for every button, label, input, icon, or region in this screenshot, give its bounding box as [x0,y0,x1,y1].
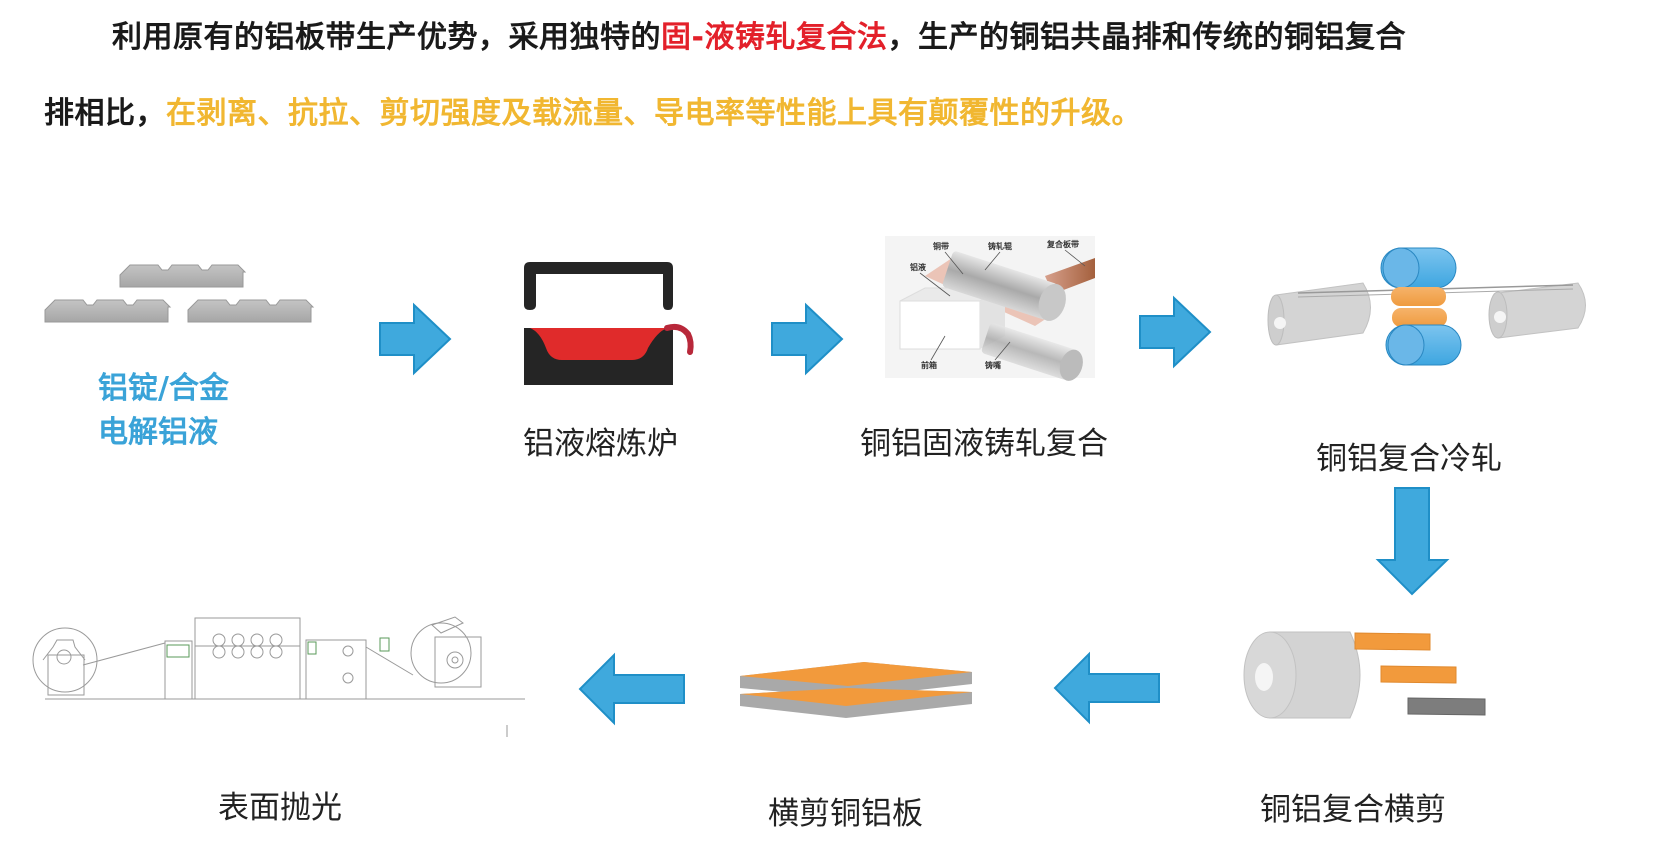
callout-cast-roll: 铸轧辊 [988,241,1012,251]
callout-front-box: 前箱 [921,360,937,370]
step-label-cut-plates: 横剪铜铝板 [768,796,923,832]
intro-line-1: 利用原有的铝板带生产优势，采用独特的固-液铸轧复合法，生产的铜铝共晶排和传统的铜… [112,12,1406,56]
arrow-left-icon [578,652,685,726]
intro-line-1-suffix: ，生产的铜铝共晶排和传统的铜铝复合 [887,20,1406,55]
raw-material-line-2: 电解铝液 [98,415,218,450]
cold-rolling-mill-icon [1267,247,1586,366]
step-label-melting-furnace: 铝液熔炼炉 [523,426,678,462]
melting-furnace-icon [524,262,694,385]
step-label-cross-cutting: 铜铝复合横剪 [1260,792,1446,828]
intro-line-2-prefix: 排相比， [44,96,166,131]
arrow-right-icon [1139,295,1212,369]
arrow-left-icon [1053,651,1160,725]
aluminum-ingots-icon [44,264,315,323]
arrow-down-icon [1375,487,1450,596]
step-label-surface-polishing: 表面抛光 [218,790,342,826]
arrow-right-icon [771,302,844,376]
polishing-line-icon [32,616,525,737]
callout-copper-strip: 铜带 [933,241,949,251]
cast-rolling-diagram-icon: 铜带 铸轧辊 复合板带 铝液 前箱 铸嘴 [885,236,1095,381]
step-label-raw-material: 铝锭/合金 电解铝液 [98,367,229,455]
intro-method-highlight: 固-液铸轧复合法 [661,20,888,55]
step-label-cast-rolling: 铜铝固液铸轧复合 [860,426,1108,462]
raw-material-line-1: 铝锭/合金 [98,371,229,406]
stacked-plates-icon [740,662,972,718]
callout-aluminum-liquid: 铝液 [910,262,926,272]
step-label-cold-rolling: 铜铝复合冷轧 [1316,441,1502,477]
intro-advantage-highlight: 在剥离、抗拉、剪切强度及载流量、导电率等性能上具有颠覆性的升级。 [166,96,1142,131]
callout-casting-nozzle: 铸嘴 [985,360,1001,370]
coil-cutting-icon [1243,631,1486,719]
callout-composite-strip: 复合板带 [1046,239,1079,249]
intro-line-1-prefix: 利用原有的铝板带生产优势，采用独特的 [112,20,661,55]
arrow-right-icon [379,302,452,376]
intro-line-2: 排相比，在剥离、抗拉、剪切强度及载流量、导电率等性能上具有颠覆性的升级。 [44,88,1142,132]
